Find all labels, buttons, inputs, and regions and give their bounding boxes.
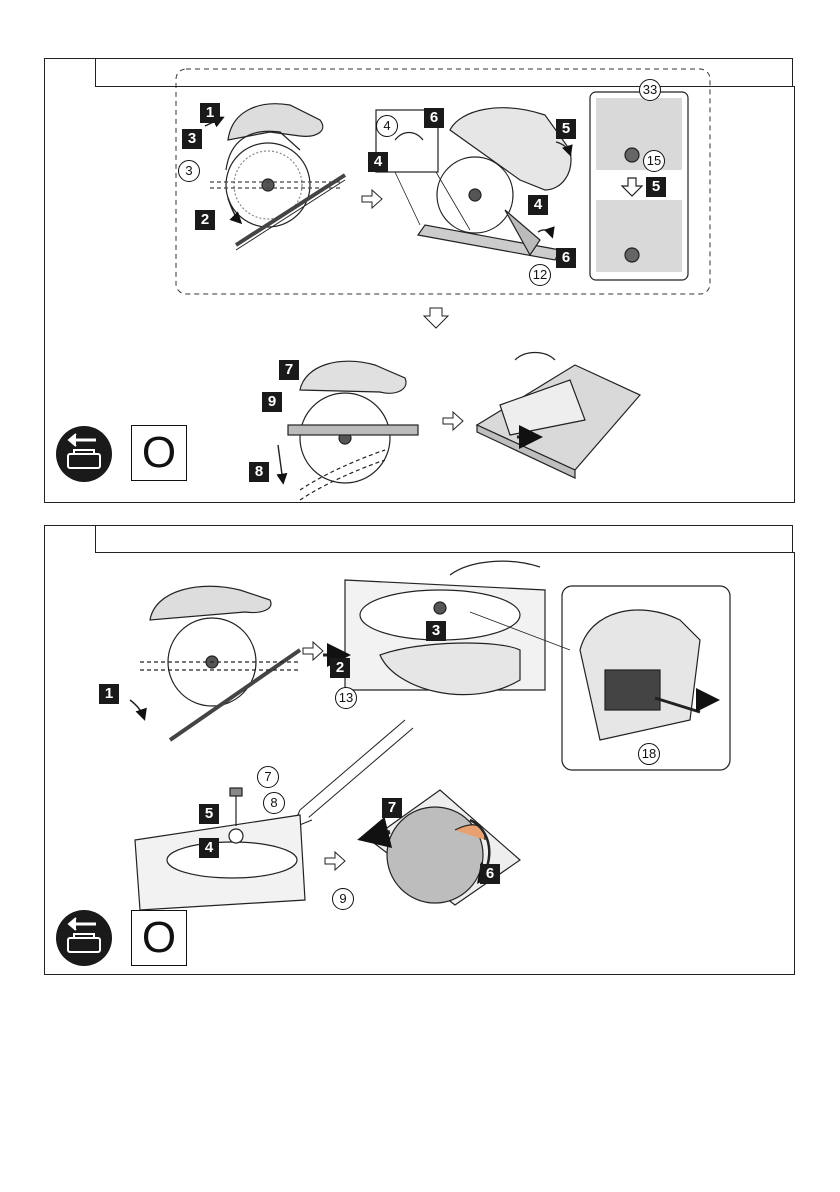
step-marker: 5 [556, 119, 576, 139]
remove-battery-icon [56, 426, 112, 482]
step-marker: 7 [382, 798, 402, 818]
callout-number: 8 [263, 792, 285, 814]
step-marker: 6 [424, 108, 444, 128]
step-marker: 8 [249, 462, 269, 482]
detail-inset-lever [590, 92, 688, 280]
callout-number: 4 [376, 115, 398, 137]
step-marker: 1 [99, 684, 119, 704]
step-marker: 5 [199, 804, 219, 824]
cutting-board-illustration [477, 353, 640, 479]
callout-number: 7 [257, 766, 279, 788]
step-marker: 6 [480, 864, 500, 884]
callout-number: 12 [529, 264, 551, 286]
step-marker: 1 [200, 103, 220, 123]
step-marker: 5 [646, 177, 666, 197]
step-marker: 2 [330, 658, 350, 678]
mode-symbol-box: O [131, 425, 187, 481]
callout-number: 15 [643, 150, 665, 172]
next-arrow-2 [443, 412, 463, 430]
next-arrow-3 [303, 642, 323, 660]
step-marker: 4 [368, 152, 388, 172]
step-marker: 6 [556, 248, 576, 268]
saw-illustration-a1 [205, 104, 345, 250]
callout-number: 18 [638, 743, 660, 765]
step-marker: 3 [182, 129, 202, 149]
callout-number: 3 [178, 160, 200, 182]
remove-battery-icon [56, 910, 112, 966]
step-marker: 3 [426, 621, 446, 641]
step-marker: 2 [195, 210, 215, 230]
step-marker: 4 [528, 195, 548, 215]
step-marker: 7 [279, 360, 299, 380]
callout-number: 33 [639, 79, 661, 101]
callout-number: 13 [335, 687, 357, 709]
down-arrow [424, 308, 448, 328]
step-marker: 4 [199, 838, 219, 858]
callout-number: 9 [332, 888, 354, 910]
saw-illustration-a4 [278, 361, 418, 500]
step-marker: 9 [262, 392, 282, 412]
saw-illustration-a2 [376, 108, 571, 260]
next-arrow-1 [362, 190, 382, 208]
next-arrow-4 [325, 852, 345, 870]
mode-symbol-box: O [131, 910, 187, 966]
saw-illustration-b1 [130, 586, 300, 740]
